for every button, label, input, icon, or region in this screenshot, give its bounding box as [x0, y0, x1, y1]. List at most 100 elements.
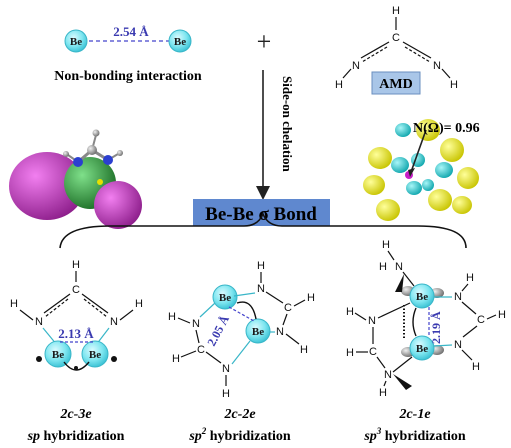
structure-2c-3e: H C N N H H Be Be — [10, 259, 143, 371]
s2-h4: H — [168, 311, 176, 323]
title-box — [193, 199, 330, 226]
s2-hyb-suffix: hybridization — [206, 429, 291, 444]
s3-h7: H — [346, 347, 354, 359]
s1-be-left — [44, 340, 72, 368]
s3-hyb-suffix: hybridization — [381, 429, 466, 444]
s3-h2: H — [379, 261, 387, 273]
chelation-arrow-head — [256, 186, 270, 200]
be-atom-right-label: Be — [174, 36, 186, 48]
s2-n2: N — [276, 326, 284, 338]
structure-2c-2e: Be Be H N C H N H N H C H N H — [168, 260, 315, 400]
s1-n-left: N — [35, 316, 43, 328]
amd-label: AMD — [379, 77, 412, 92]
s3-b4 — [461, 301, 477, 315]
orbital-be-marker — [97, 179, 103, 185]
s2-h6: H — [222, 388, 230, 400]
s2-type-caption: 2c-2e — [223, 407, 255, 422]
be-atom-right — [168, 29, 192, 53]
amd-ligand: H C N N H H — [335, 5, 458, 91]
s2-be-bottom — [245, 318, 271, 344]
s2-hyb-prefix: sp — [188, 429, 201, 444]
elf-h-dot — [399, 184, 403, 188]
s1-h-right: H — [135, 298, 143, 310]
s2-h5: H — [172, 353, 180, 365]
s3-b2 — [402, 271, 415, 287]
nonbond-caption: Non-bonding interaction — [54, 69, 202, 84]
chelation-arrow-label: Side-on chelation — [280, 76, 295, 172]
orbital-h-top — [92, 129, 100, 137]
s3-h8: H — [379, 387, 387, 399]
s3-n5: N — [384, 369, 392, 381]
elf-cyan-6 — [422, 179, 434, 191]
s2-distance-label: 2.05 Å — [204, 313, 232, 349]
s2-h3: H — [300, 344, 308, 356]
s3-b3 — [461, 283, 469, 292]
elf-basin-4 — [457, 167, 479, 189]
s1-h-left: H — [10, 298, 18, 310]
orbital-picture — [9, 129, 142, 229]
amd-n-left: N — [352, 60, 360, 72]
s2-nbe4 — [231, 340, 251, 365]
s2-b4 — [282, 313, 288, 326]
s3-hyb-prefix: sp — [363, 429, 376, 444]
s3-distance-label: 2.19 Å — [429, 311, 443, 344]
s1-cn-left — [43, 293, 71, 314]
s1-type-caption: 2c-3e — [59, 407, 91, 422]
s2-bond-arc — [236, 301, 257, 320]
elf-pointer-line — [410, 129, 427, 173]
s3-wedge-1 — [395, 274, 404, 292]
s2-h1: H — [257, 260, 265, 272]
elf-basin-8 — [452, 196, 472, 214]
elf-pointer-head — [408, 168, 415, 177]
plus-sign: + — [257, 27, 272, 56]
orbital-h-right — [117, 150, 123, 156]
s1-n-right: N — [110, 316, 118, 328]
s3-h1: H — [382, 239, 390, 251]
s1-electron-right — [111, 356, 117, 362]
elf-cyan-5 — [406, 181, 422, 195]
s3-be-bottom — [409, 335, 435, 361]
amd-cn-right — [402, 41, 432, 59]
s2-nbe1 — [233, 292, 256, 297]
orbital-lobe-magenta-right — [94, 181, 142, 229]
s2-b7 — [195, 329, 200, 344]
s3-n4: N — [368, 315, 376, 327]
s3-be-bottom-label: Be — [416, 343, 428, 355]
s3-hyb-sup: 3 — [376, 426, 382, 436]
orbital-c — [87, 145, 97, 155]
s1-hyb-suffix: hybridization — [40, 429, 125, 444]
s1-cn-right-dash — [83, 298, 108, 318]
s2-be-top-label: Be — [219, 292, 231, 304]
s3-b14 — [383, 380, 387, 387]
s1-cn-left-dash — [44, 298, 69, 318]
s2-b9 — [205, 351, 222, 364]
elf-basin-3 — [440, 138, 464, 162]
s3-h6: H — [346, 306, 354, 318]
s3-be-top — [409, 283, 435, 309]
s3-h3: H — [466, 272, 474, 284]
amd-c: C — [392, 32, 400, 44]
s2-n1: N — [257, 283, 265, 295]
s1-hybridization: sp hybridization — [27, 429, 125, 444]
s2-b5 — [285, 333, 300, 345]
grouping-brace — [59, 211, 467, 249]
s3-b5 — [486, 314, 497, 320]
amd-n-right: N — [433, 60, 441, 72]
s3-b1 — [387, 250, 395, 261]
orbital-lobe-magenta-left — [9, 152, 85, 220]
amd-h-left: H — [335, 79, 343, 91]
s2-h2: H — [307, 292, 315, 304]
s2-n4: N — [222, 363, 230, 375]
s3-b13 — [392, 356, 413, 373]
s1-nh-right — [119, 309, 134, 321]
amd-nh-left — [342, 68, 352, 79]
s2-b8 — [180, 350, 197, 358]
s1-cn-right — [81, 293, 109, 314]
s3-h5: H — [472, 361, 480, 373]
be-atom-left-label: Be — [70, 36, 82, 48]
s3-hybridization: sp3 hybridization — [363, 426, 466, 444]
captions: 2c-3e 2c-2e 2c-1e sp hybridization sp2 h… — [27, 407, 466, 444]
s2-n3: N — [192, 318, 200, 330]
